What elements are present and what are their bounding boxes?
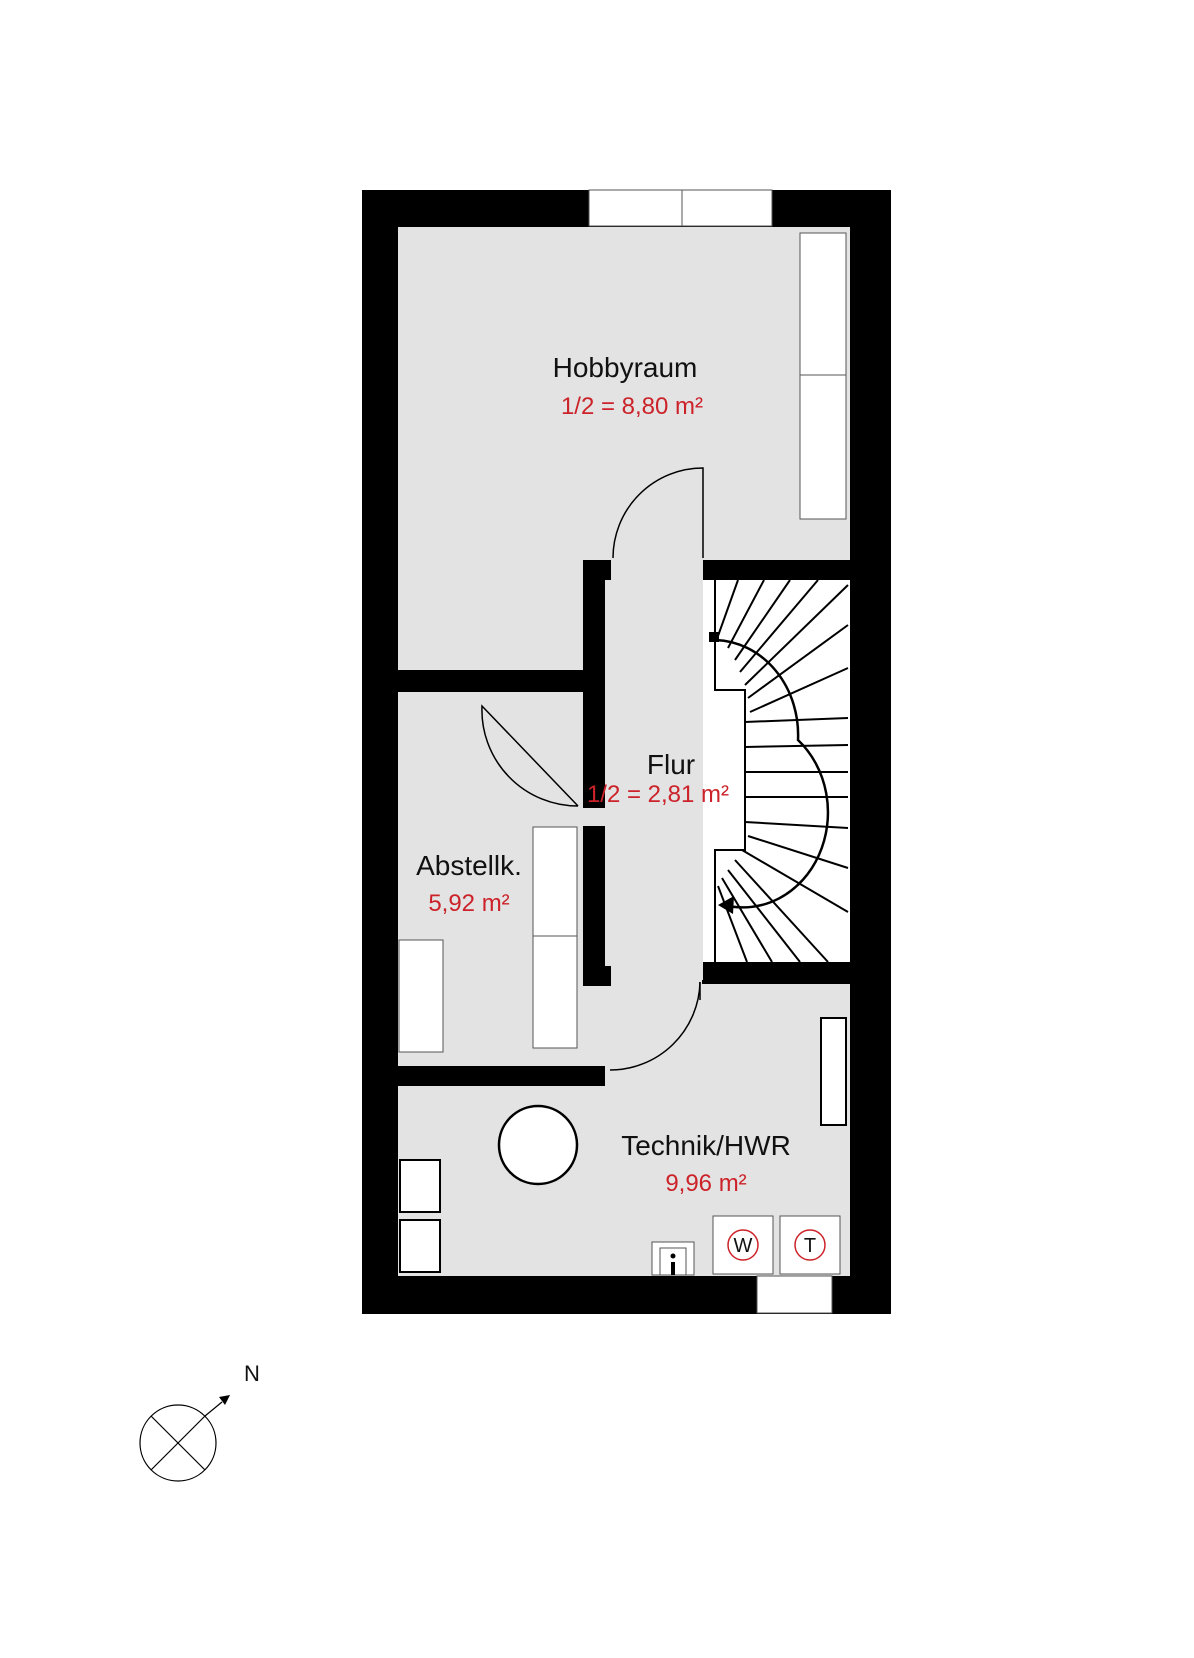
room-name-hobbyraum: Hobbyraum xyxy=(553,352,698,383)
room-area-abstellk: 5,92 m² xyxy=(428,890,509,917)
shelf-abstellk-lower xyxy=(532,935,578,1049)
floor-door-abstellk xyxy=(578,806,604,826)
wall-flur-left-stub2 xyxy=(583,966,611,986)
wall-hobby-abstellk xyxy=(398,670,583,692)
compass-arrow-icon xyxy=(219,1395,230,1405)
room-area-technik: 9,96 m² xyxy=(665,1170,746,1197)
washer-symbol: W xyxy=(727,1229,759,1261)
floors xyxy=(398,227,850,1276)
cabinet-technik-right xyxy=(820,1017,847,1126)
stair-direction-line xyxy=(715,638,830,909)
dryer-symbol: T xyxy=(794,1229,826,1261)
stair-arrow-icon xyxy=(718,896,734,914)
floor-technik xyxy=(398,984,850,1276)
shelf-abstellk-upper xyxy=(532,826,578,937)
wall-abstellk-technik xyxy=(398,1066,605,1086)
wall-flur-left-stub xyxy=(583,560,611,580)
dryer-label: T xyxy=(804,1235,816,1257)
door-abstellk xyxy=(481,704,579,807)
wall-flur-left-lower xyxy=(583,826,605,986)
drain-marker xyxy=(670,1253,676,1275)
cabinet-hobby-upper xyxy=(799,232,847,376)
compass-north-label: N xyxy=(244,1361,260,1386)
wall-flur-left-upper xyxy=(583,560,605,808)
room-name-abstellk: Abstellk. xyxy=(416,850,522,881)
stair-steps xyxy=(714,579,849,963)
floor-door-technik xyxy=(605,980,702,990)
cabinet-technik-left-upper xyxy=(399,1159,441,1213)
boiler-tank xyxy=(497,1104,579,1186)
doors xyxy=(481,467,704,1071)
staircase xyxy=(703,579,850,963)
room-name-technik: Technik/HWR xyxy=(621,1130,791,1161)
compass-icon xyxy=(139,1401,223,1482)
interior-walls xyxy=(398,560,850,1086)
shelf-abstellk-left xyxy=(398,939,444,1053)
cabinet-technik-left-lower xyxy=(399,1219,441,1273)
floor-flur xyxy=(600,560,703,980)
room-name-flur: Flur xyxy=(647,749,695,780)
window-top-left xyxy=(588,189,683,227)
room-area-flur: 1/2 = 2,81 m² xyxy=(587,781,729,808)
room-area-hobbyraum: 1/2 = 8,80 m² xyxy=(561,393,703,420)
wall-stair-bottom xyxy=(703,962,850,982)
stair-start-marker xyxy=(709,632,719,642)
door-hobbyraum xyxy=(612,467,704,559)
door-technik xyxy=(609,981,701,1071)
dryer-icon xyxy=(794,1229,826,1261)
wall-stair-top xyxy=(703,560,850,580)
cabinet-hobby-lower xyxy=(799,374,847,520)
windows xyxy=(588,189,833,1314)
window-top-right xyxy=(681,189,773,227)
washer-icon xyxy=(727,1229,759,1261)
washer-label: W xyxy=(734,1235,753,1257)
window-bottom xyxy=(756,1275,833,1314)
